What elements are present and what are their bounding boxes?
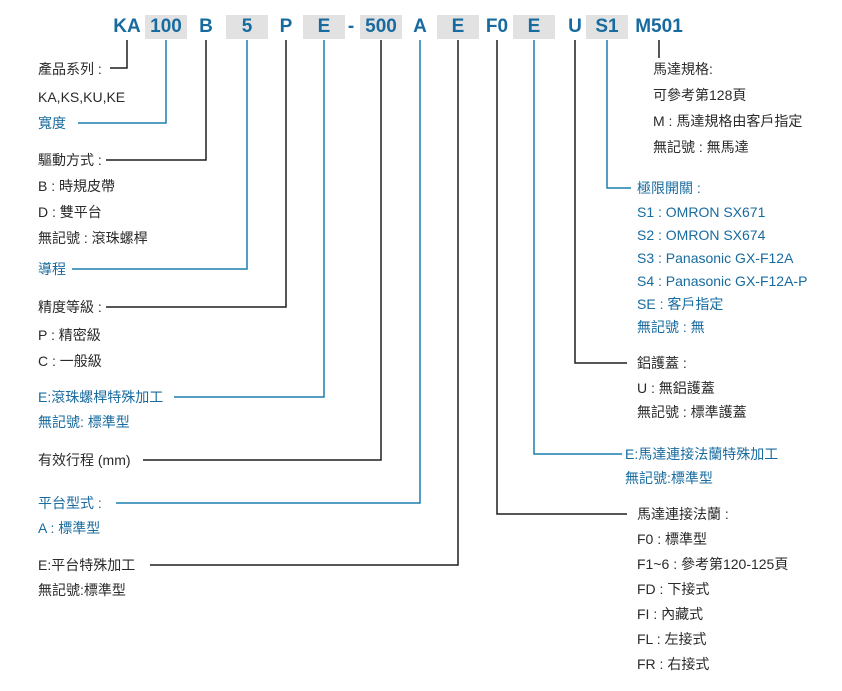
code-segment-drive: B — [199, 16, 213, 37]
code-segment-separator: - — [347, 16, 355, 37]
label-motor-spec-option-m: M : 馬達規格由客戶指定 — [653, 113, 803, 129]
code-segment-table-special: E — [437, 15, 479, 39]
label-motor-flange-f16: F1~6 : 參考第120-125頁 — [637, 556, 789, 572]
label-table-type-title: 平台型式 : — [38, 495, 102, 511]
label-limit-switch-s1: S1 : OMRON SX671 — [637, 204, 766, 220]
label-ballscrew-special-none: 無記號: 標準型 — [38, 414, 130, 430]
label-precision-option-p: P : 精密級 — [38, 327, 101, 343]
label-motor-flange-fd: FD : 下接式 — [637, 581, 710, 597]
connector-flange-special — [533, 40, 622, 455]
label-limit-switch-s2: S2 : OMRON SX674 — [637, 227, 766, 243]
connector-effective-stroke — [143, 40, 382, 461]
connector-lead — [72, 40, 248, 270]
connector-precision-grade — [106, 40, 287, 308]
label-effective-stroke-title: 有效行程 (mm) — [38, 452, 131, 468]
label-motor-flange-fl: FL : 左接式 — [637, 631, 707, 647]
label-flange-special-none: 無記號:標準型 — [625, 470, 713, 486]
label-motor-flange-title: 馬達連接法蘭 : — [637, 506, 729, 522]
label-limit-switch-s4: S4 : Panasonic GX-F12A-P — [637, 273, 808, 289]
label-table-type-option-a: A : 標準型 — [38, 520, 101, 536]
label-product-series-values: KA,KS,KU,KE — [38, 89, 126, 105]
label-motor-spec-none: 無記號 : 無馬達 — [653, 139, 749, 155]
connector-limit-switch — [606, 40, 631, 189]
code-segment-ballscrew-special: E — [303, 15, 345, 39]
label-product-series-title: 產品系列 : — [38, 61, 102, 77]
label-table-special-none: 無記號:標準型 — [38, 582, 126, 598]
label-drive-option-b: B : 時規皮帶 — [38, 178, 116, 194]
label-cover-option-u: U : 無鋁護蓋 — [637, 380, 715, 396]
label-limit-switch-se: SE : 客戶指定 — [637, 296, 724, 312]
code-segment-precision: P — [279, 16, 293, 37]
label-precision-option-c: C : 一般級 — [38, 353, 102, 369]
label-limit-switch-s3: S3 : Panasonic GX-F12A — [637, 250, 794, 266]
label-ballscrew-special-title: E:滾珠螺桿特殊加工 — [38, 389, 164, 405]
code-segment-series: KA — [113, 16, 141, 37]
label-flange-special-title: E:馬達連接法蘭特殊加工 — [625, 446, 779, 462]
label-motor-spec-title: 馬達規格: — [653, 61, 713, 77]
label-table-special-title: E:平台特殊加工 — [38, 557, 136, 573]
code-segment-flange-special: E — [513, 15, 555, 39]
connector-product-series — [110, 40, 128, 69]
label-drive-option-none: 無記號 : 滾珠螺桿 — [38, 230, 148, 246]
connector-drive-type — [106, 40, 207, 161]
label-precision-title: 精度等級 : — [38, 299, 102, 315]
connector-aluminum-cover — [574, 40, 627, 364]
code-segment-flange: F0 — [485, 16, 509, 37]
label-drive-type-title: 驅動方式 : — [38, 152, 102, 168]
code-segment-table-type: A — [413, 16, 427, 37]
code-segment-limit-switch: S1 — [586, 15, 628, 39]
connector-ballscrew-special — [174, 40, 325, 398]
label-motor-spec-ref: 可參考第128頁 — [653, 87, 747, 103]
code-segment-cover: U — [568, 16, 582, 37]
connector-table-special — [150, 40, 459, 566]
label-motor-flange-fi: FI : 內藏式 — [637, 606, 704, 622]
code-segment-motor-spec: M501 — [635, 16, 683, 37]
code-segment-stroke: 500 — [360, 15, 402, 39]
label-cover-none: 無記號 : 標準護蓋 — [637, 404, 747, 420]
code-segment-width: 100 — [145, 15, 187, 39]
label-lead-title: 導程 — [38, 261, 66, 277]
label-motor-flange-fr: FR : 右接式 — [637, 656, 710, 672]
label-cover-title: 鋁護蓋 : — [637, 355, 687, 371]
connector-table-type — [116, 40, 421, 504]
code-segment-lead: 5 — [226, 15, 268, 39]
label-motor-flange-f0: F0 : 標準型 — [637, 531, 708, 547]
label-limit-switch-none: 無記號 : 無 — [637, 319, 705, 335]
label-drive-option-d: D : 雙平台 — [38, 204, 102, 220]
connector-motor-flange — [496, 40, 627, 515]
label-width-title: 寬度 — [38, 115, 66, 131]
label-limit-switch-title: 極限開關 : — [637, 180, 701, 196]
connector-width — [78, 40, 167, 124]
